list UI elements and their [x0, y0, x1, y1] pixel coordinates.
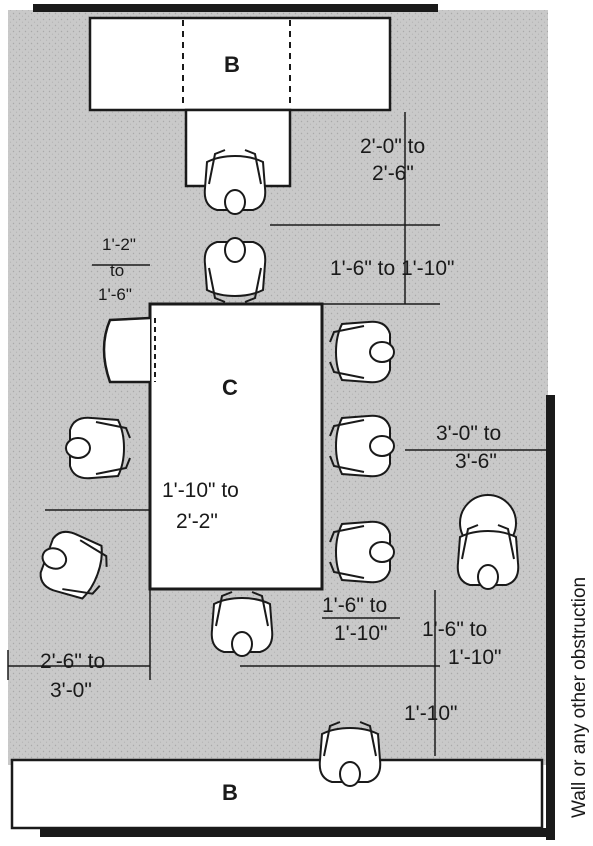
dimension-lines — [7, 112, 546, 756]
dim-right-wall-2: 3'-6" — [455, 450, 497, 473]
person-top-table — [203, 237, 267, 303]
left-chair — [102, 316, 151, 384]
top-wall — [33, 4, 438, 12]
person-left-1 — [65, 416, 131, 480]
label-b-top: B — [224, 52, 240, 77]
furniture-b-bottom — [10, 758, 544, 830]
person-right-3 — [329, 520, 395, 584]
dim-top-right-1: 2'-0" to — [360, 135, 425, 158]
dim-chair-to-table: 1'-6" to 1'-10" — [330, 257, 455, 280]
label-c: C — [222, 375, 238, 400]
dim-bottom-left-1: 2'-6" to — [40, 650, 105, 673]
dim-left-chair-2: to — [110, 261, 124, 280]
person-top-writing — [203, 149, 267, 215]
dim-left-chair-1: 1'-2" — [102, 235, 136, 254]
dim-left-chair-3: 1'-6" — [98, 285, 132, 304]
person-bottom-table — [210, 591, 274, 657]
table-c — [148, 302, 324, 591]
dim-bottom-left-2: 3'-0" — [50, 679, 92, 702]
dim-bottom-right-1: 1'-6" to — [422, 618, 487, 641]
wall-note: Wall or any other obstruction — [569, 577, 590, 818]
dim-right-wall-1: 3'-0" to — [436, 422, 501, 445]
dim-left-mid-2: 2'-2" — [176, 510, 218, 533]
label-b-bottom: B — [222, 780, 238, 805]
furniture-b-top — [88, 16, 392, 188]
dim-bottom-mid-1: 1'-6" to — [322, 594, 387, 617]
dim-left-mid-1: 1'-10" to — [162, 479, 239, 502]
dim-bottom-clear: 1'-10" — [404, 702, 458, 725]
dim-top-right-2: 2'-6" — [372, 162, 414, 185]
dim-bottom-mid-2: 1'-10" — [334, 622, 388, 645]
bottom-wall — [40, 828, 555, 837]
person-bottom-walking — [318, 721, 382, 787]
person-right-2 — [329, 414, 395, 478]
person-standing — [456, 494, 520, 590]
dim-bottom-right-2: 1'-10" — [448, 646, 502, 669]
person-right-1 — [329, 320, 395, 384]
right-wall — [546, 395, 555, 840]
